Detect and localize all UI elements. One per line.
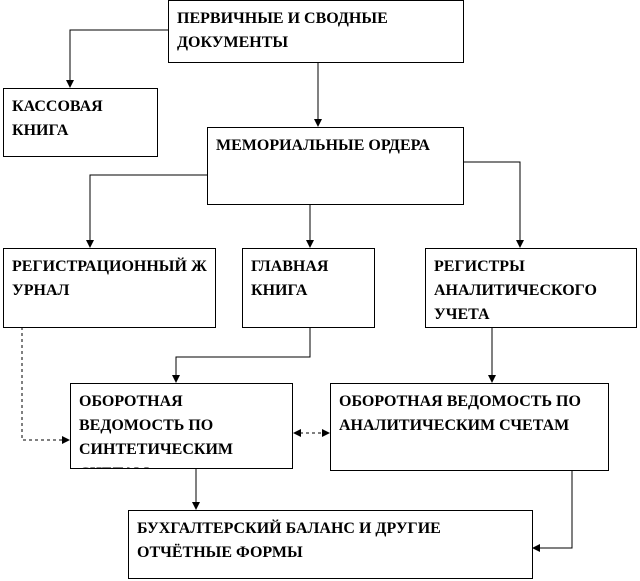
arrow-primary-to-cashbook (66, 29, 168, 88)
node-synthetic-turnover: ОБОРОТНАЯ ВЕДОМОСТЬ ПО СИНТЕТИЧЕСКИМ СЧЕ… (70, 383, 293, 469)
arrow-memorial-to-registers (463, 161, 524, 248)
arrowhead-left (293, 429, 301, 437)
arrow-ledger-to-synthetic (172, 327, 311, 383)
node-analytic-turnover: ОБОРОТНАЯ ВЕДОМОСТЬ ПО АНАЛИТИЧЕСКИМ СЧЕ… (330, 383, 609, 471)
node-cash-book: КАССОВАЯ КНИГА (3, 88, 158, 157)
node-registration-journal: РЕГИСТРАЦИОННЫЙ ЖУРНАЛ (3, 248, 216, 328)
node-memorial-orders: МЕМОРИАЛЬНЫЕ ОРДЕРА (207, 127, 464, 205)
node-primary-documents: ПЕРВИЧНЫЕ И СВОДНЫЕ ДОКУМЕНТЫ (168, 0, 464, 63)
node-balance-sheet: БУХГАЛТЕРСКИЙ БАЛАНС И ДРУГИЕ ОТЧЁТНЫЕ Ф… (128, 510, 533, 579)
node-general-ledger: ГЛАВНАЯ КНИГА (242, 248, 375, 328)
arrow-registration-to-synthetic-dashed (21, 327, 70, 444)
node-analytic-registers: РЕГИСТРЫ АНАЛИТИЧЕСКОГО УЧЕТА (425, 248, 637, 328)
arrow-analytic-to-balance (532, 470, 573, 552)
arrow-memorial-to-registration (86, 174, 207, 248)
